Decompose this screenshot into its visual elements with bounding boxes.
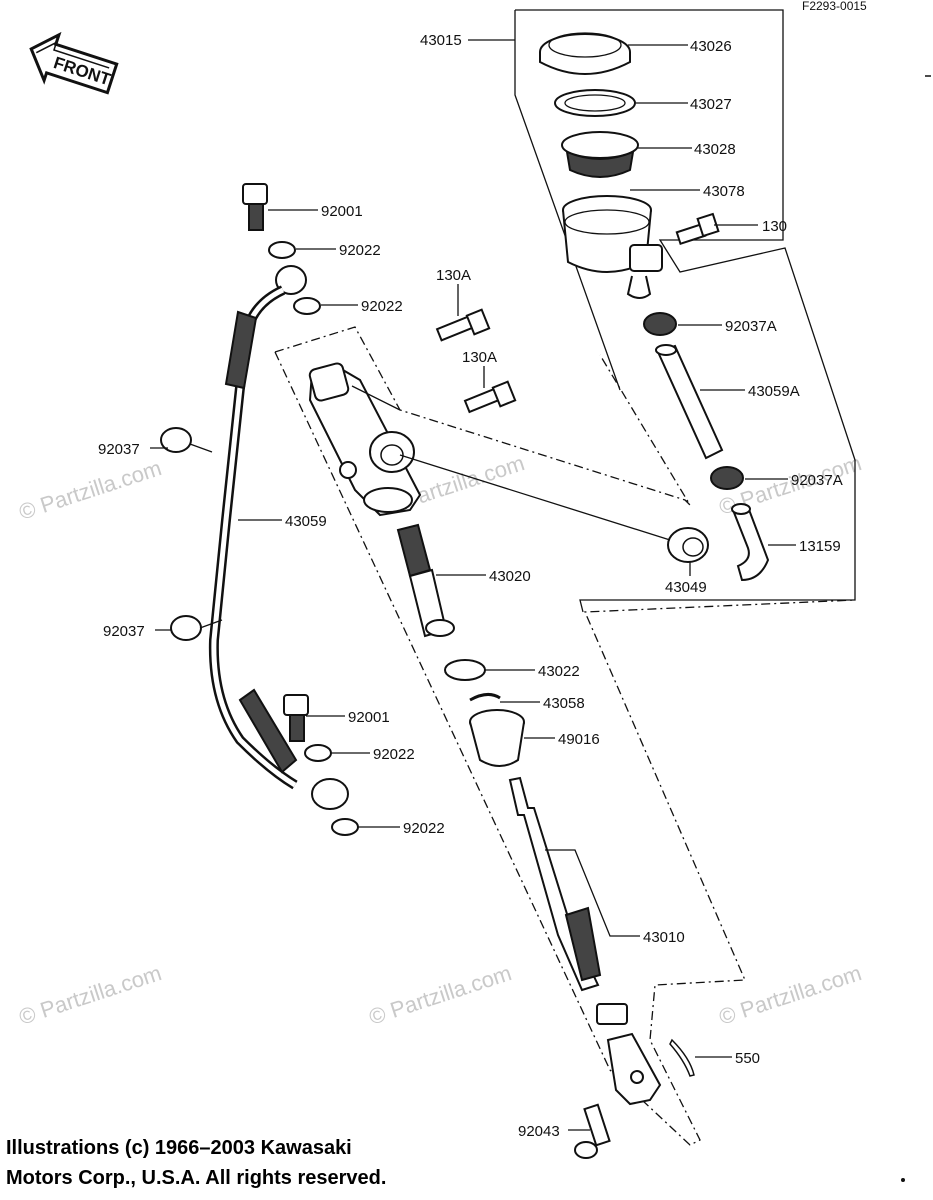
label-130: 130 [762, 218, 787, 235]
clamp-92037-lower [170, 615, 202, 641]
piston-assembly [396, 523, 455, 638]
leader-lines [150, 44, 796, 1131]
part-labels: 43015 43026 43027 43028 43078 130 92037A… [98, 32, 843, 1140]
clamp-92037-upper [160, 427, 192, 453]
bolt-130a-upper [435, 308, 491, 342]
watermark-3: © Partzilla.com [366, 960, 515, 1030]
copyright-notice: Illustrations (c) 1966–2003 Kawasaki Mot… [6, 1133, 386, 1193]
group-bracket-43015 [515, 9, 856, 613]
reservoir [562, 195, 663, 299]
washer-92022-2 [293, 297, 321, 315]
label-92037-1: 92037 [98, 441, 140, 458]
label-43027: 43027 [690, 96, 732, 113]
label-92037-2: 92037 [103, 623, 145, 640]
watermark-2: © Partzilla.com [16, 960, 165, 1030]
label-43059: 43059 [285, 513, 327, 530]
label-43059a: 43059A [748, 383, 800, 400]
label-92022-4: 92022 [403, 820, 445, 837]
label-92022-2: 92022 [361, 298, 403, 315]
label-43022: 43022 [538, 663, 580, 680]
dust-boot [469, 709, 525, 767]
reservoir-hose [655, 344, 724, 460]
label-92022-3: 92022 [373, 746, 415, 763]
label-130a-2: 130A [462, 349, 497, 366]
diaphragm-plate [554, 89, 636, 117]
label-43015: 43015 [420, 32, 462, 49]
clevis [606, 1032, 662, 1106]
bolt-130a-lower [463, 380, 517, 414]
washer-43022 [444, 659, 486, 681]
copyright-line-2: Motors Corp., U.S.A. All rights reserved… [6, 1167, 387, 1189]
clamp-92037a-upper [643, 312, 677, 336]
copyright-line-1: Illustrations (c) 1966–2003 Kawasaki [6, 1137, 352, 1159]
screw-130 [675, 212, 720, 245]
label-49016: 49016 [558, 731, 600, 748]
circlip-43058 [469, 693, 501, 702]
stray-dot [901, 1178, 905, 1182]
label-92037a-2: 92037A [791, 472, 843, 489]
banjo-bolt-upper [242, 183, 268, 231]
brake-hose [208, 265, 349, 810]
cotter-pin-550 [669, 1038, 695, 1077]
label-43028: 43028 [694, 141, 736, 158]
label-92001-2: 92001 [348, 709, 390, 726]
label-43026: 43026 [690, 38, 732, 55]
push-rod [508, 776, 602, 992]
diaphragm [561, 131, 639, 178]
washer-92022-4 [331, 818, 359, 836]
label-92001-1: 92001 [321, 203, 363, 220]
label-43078: 43078 [703, 183, 745, 200]
label-550: 550 [735, 1050, 760, 1067]
reservoir-cap [539, 32, 631, 75]
label-43010: 43010 [643, 929, 685, 946]
label-13159: 13159 [799, 538, 841, 555]
washer-92022-3 [304, 744, 332, 762]
label-43058: 43058 [543, 695, 585, 712]
label-92043: 92043 [518, 1123, 560, 1140]
label-130a-1: 130A [436, 267, 471, 284]
watermark-6: © Partzilla.com [716, 960, 865, 1030]
group-bracket-43015-left [514, 10, 621, 391]
watermarks: © Partzilla.com © Partzilla.com © Partzi… [16, 450, 865, 1030]
master-cylinder-body [308, 362, 422, 517]
banjo-bolt-lower [283, 694, 309, 742]
front-arrow-icon: FRONT [29, 31, 119, 95]
hose-fitting [731, 503, 770, 582]
label-43020: 43020 [489, 568, 531, 585]
clamp-92037a-lower [710, 466, 744, 490]
clevis-pin-92043 [574, 1103, 611, 1159]
watermark-1: © Partzilla.com [16, 455, 165, 525]
label-43049: 43049 [665, 579, 707, 596]
assembly-outline [274, 326, 691, 506]
washer-92022-1 [268, 241, 296, 259]
label-92037a-1: 92037A [725, 318, 777, 335]
label-92022-1: 92022 [339, 242, 381, 259]
grommet [667, 527, 709, 563]
lock-nut [596, 1003, 628, 1025]
reference-code: F2293-0015 [802, 0, 867, 13]
